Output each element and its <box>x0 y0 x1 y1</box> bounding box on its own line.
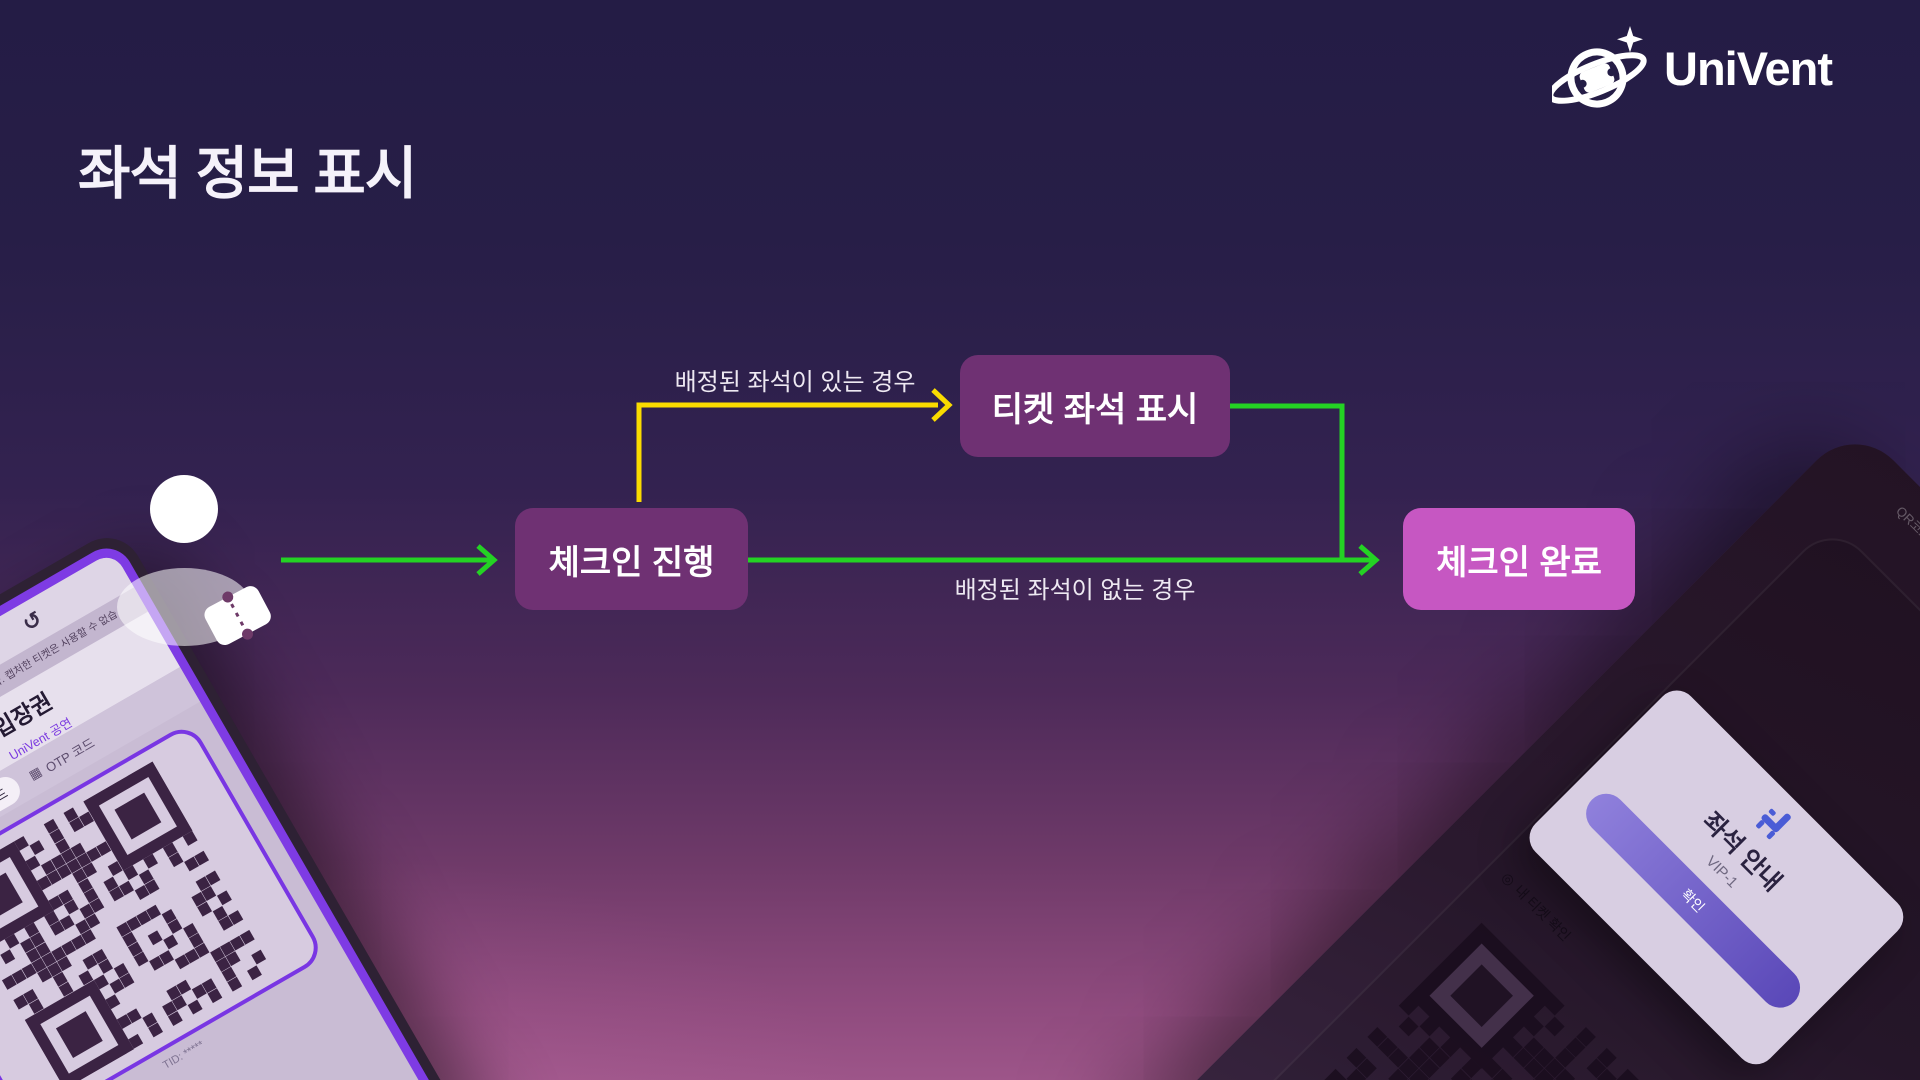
qr-panel <box>0 721 327 1080</box>
left-phone-mockup: ↺ 니다. 캡처한 티켓은 사용할 수 없습 입장권 UniVent 공연 ▣ … <box>0 525 530 1080</box>
qr-code-icon <box>1262 922 1701 1080</box>
left-phone-screen: ↺ 니다. 캡처한 티켓은 사용할 수 없습 입장권 UniVent 공연 ▣ … <box>0 550 505 1080</box>
ticket-icon <box>204 586 271 646</box>
edge-has-seat <box>636 402 938 502</box>
planet-ticket-icon <box>1552 26 1647 108</box>
page-title: 좌석 정보 표시 <box>78 142 417 206</box>
edge-label-has-seat: 배정된 좌석이 있는 경우 <box>674 369 916 396</box>
left-phone-bezel: ↺ 니다. 캡처한 티켓은 사용할 수 없습 입장권 UniVent 공연 ▣ … <box>0 538 517 1080</box>
right-phone-mockup: QR코드 ◎ 내 티켓 확인 좌석 안내 VIP-1 확인 <box>1077 422 1920 1080</box>
flow-node-seat-display: 티켓 좌석 표시 <box>960 355 1230 457</box>
sparkle-icon <box>1617 26 1643 53</box>
edge-seat-to-done <box>1230 403 1345 558</box>
seat-icon <box>1756 808 1791 840</box>
person-head-icon <box>150 475 218 543</box>
brand-logo: UniVent <box>1552 22 1833 114</box>
edge-label-no-seat: 배정된 좌석이 없는 경우 <box>954 577 1196 604</box>
seat-info-card: 좌석 안내 VIP-1 확인 <box>1521 682 1912 1073</box>
arrowhead-icon <box>1358 544 1380 576</box>
qr-code-icon <box>0 761 267 1080</box>
flow-node-checkin: 체크인 진행 <box>515 508 748 610</box>
arrowhead-icon <box>476 544 498 576</box>
flow-node-checkin-done: 체크인 완료 <box>1403 508 1635 610</box>
brand-name: UniVent <box>1664 41 1833 95</box>
arrowhead-icon <box>931 388 953 422</box>
